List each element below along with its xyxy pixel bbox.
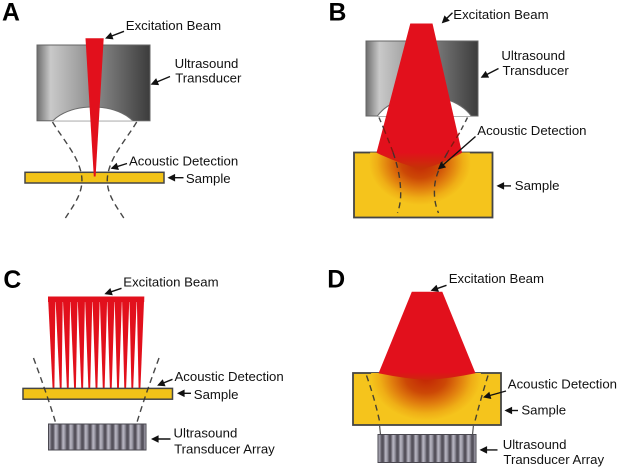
svg-text:Excitation Beam: Excitation Beam (453, 7, 548, 22)
svg-text:Excitation Beam: Excitation Beam (123, 274, 218, 289)
svg-text:Ultrasound: Ultrasound (501, 48, 565, 63)
svg-text:D: D (327, 267, 345, 294)
svg-text:Transducer Array: Transducer Array (503, 452, 604, 467)
svg-text:Ultrasound: Ultrasound (175, 56, 239, 71)
svg-text:Excitation Beam: Excitation Beam (126, 18, 221, 33)
svg-text:Transducer Array: Transducer Array (174, 442, 275, 457)
svg-text:C: C (3, 267, 21, 294)
svg-text:Sample: Sample (515, 178, 560, 193)
svg-text:Sample: Sample (521, 402, 566, 417)
svg-text:Transducer: Transducer (503, 63, 570, 78)
svg-text:A: A (2, 0, 20, 26)
svg-text:B: B (329, 0, 347, 26)
svg-text:Acoustic Detection: Acoustic Detection (508, 377, 617, 392)
svg-text:Ultrasound: Ultrasound (503, 437, 567, 452)
svg-text:Acoustic Detection: Acoustic Detection (175, 369, 284, 384)
svg-text:Sample: Sample (194, 387, 239, 402)
svg-text:Transducer: Transducer (175, 71, 242, 86)
svg-text:Acoustic Detection: Acoustic Detection (129, 154, 238, 169)
svg-text:Excitation Beam: Excitation Beam (449, 271, 544, 286)
svg-text:Sample: Sample (186, 171, 231, 186)
svg-text:Acoustic Detection: Acoustic Detection (477, 123, 586, 138)
svg-text:Ultrasound: Ultrasound (174, 426, 238, 441)
